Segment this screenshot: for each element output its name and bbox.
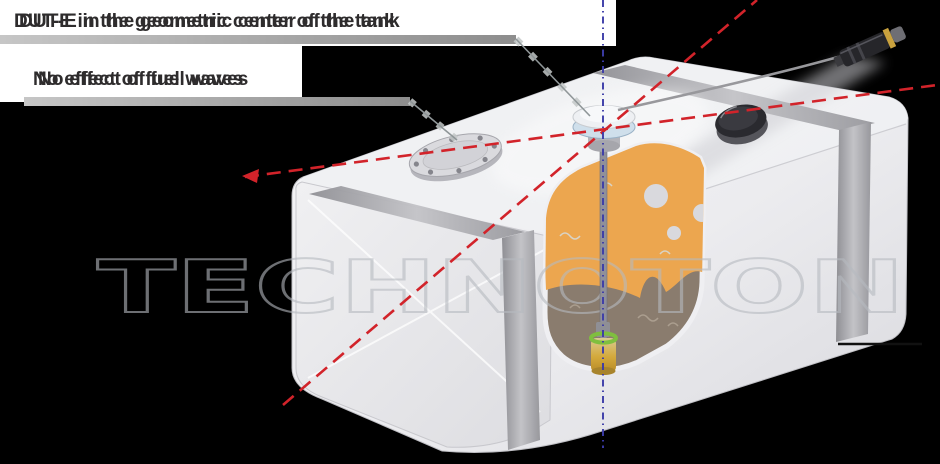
diagonal-line-b-arrowhead (242, 169, 259, 183)
fuel-bubble (644, 184, 668, 208)
fuel-amber (545, 143, 704, 298)
mounting-strap-1 (309, 186, 540, 450)
leader-line-1 (515, 38, 591, 117)
background-panel-left (0, 0, 302, 102)
sensor-cable (617, 55, 839, 112)
connector-gold-ring (882, 27, 897, 49)
watermark-text: TECHNOTON (97, 245, 905, 329)
inspection-flange (408, 133, 503, 182)
fuel-bubble (667, 226, 681, 240)
callout-leaders (0, 35, 591, 142)
cable-connector (833, 26, 906, 67)
flange-bolt-holes (413, 135, 497, 175)
fuel-level-sensor (572, 26, 906, 375)
fuel-cutaway (542, 140, 707, 373)
callout-underline-2 (24, 97, 410, 106)
callout-label-1: DUT-E in the geometric center of the tan… (14, 11, 395, 32)
callout-underline-1 (0, 35, 516, 44)
diagonal-line-b (244, 83, 938, 179)
sensor-head (572, 105, 636, 152)
leader-line-2 (409, 100, 458, 141)
diagonal-line-a (282, 0, 758, 406)
sensor-float (589, 322, 618, 375)
callout-label-2: No effect of fuel waves (33, 69, 244, 90)
fuel-bubble (693, 204, 704, 222)
mounting-strap-2 (593, 65, 875, 342)
